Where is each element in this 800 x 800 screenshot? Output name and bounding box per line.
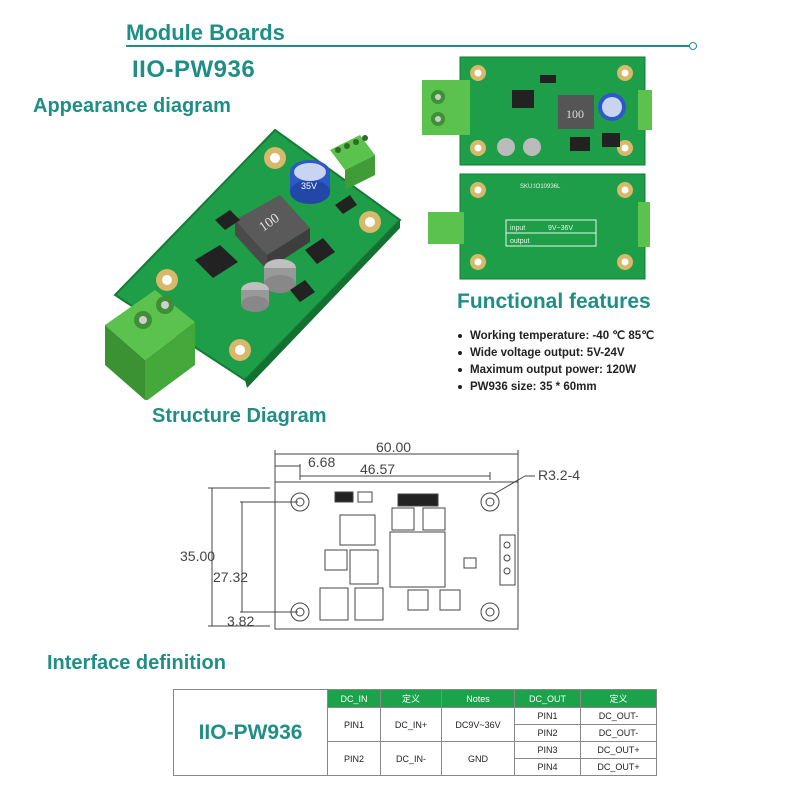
out-def-cell: DC_OUT+ xyxy=(580,741,657,759)
out-def-cell: DC_OUT+ xyxy=(580,758,657,776)
interface-heading: Interface definition xyxy=(47,652,226,674)
out-pin-cell: PIN1 xyxy=(514,707,581,725)
back-range: 9V~36V xyxy=(548,225,573,232)
dim-hole-offset: 6.68 xyxy=(308,454,335,470)
table-row: PIN2 DC_IN- GND PIN3 DC_OUT+ xyxy=(174,741,657,776)
table-model-cell: IIO-PW936 xyxy=(173,689,328,776)
structure-heading: Structure Diagram xyxy=(152,405,327,427)
bullet-icon xyxy=(458,367,462,372)
table-row: PIN4 DC_OUT+ xyxy=(174,758,657,776)
title-rule xyxy=(126,45,692,47)
board-photo-back: SKU:IO10936L input 9V~36V output xyxy=(428,173,650,280)
in-note-cell: GND xyxy=(441,741,515,776)
appearance-heading: Appearance diagram xyxy=(33,95,231,117)
in-def-cell: DC_IN+ xyxy=(380,707,442,742)
dim-bottom-offset: 3.82 xyxy=(227,613,254,629)
header-dc-out: DC_OUT xyxy=(514,689,581,708)
board-photo-top: 100 xyxy=(422,56,652,166)
out-def-cell: DC_OUT- xyxy=(580,707,657,725)
back-input-label: input xyxy=(510,225,525,232)
in-note-cell: DC9V~36V xyxy=(441,707,515,742)
dim-width: 60.00 xyxy=(376,440,411,455)
feature-item: Wide voltage output: 5V-24V xyxy=(458,345,654,362)
header-notes: Notes xyxy=(441,689,515,708)
feature-item: Working temperature: -40 ℃ 85℃ xyxy=(458,328,654,345)
bullet-icon xyxy=(458,350,462,355)
header-def-out: 定义 xyxy=(580,689,657,708)
board-photo-angled: 100 35V xyxy=(105,128,402,400)
in-pin-cell: PIN2 xyxy=(327,741,381,776)
feature-list: Working temperature: -40 ℃ 85℃ Wide volt… xyxy=(458,328,654,396)
out-pin-cell: PIN3 xyxy=(514,741,581,759)
out-pin-cell: PIN2 xyxy=(514,724,581,742)
dim-hole-spec: R3.2-4 xyxy=(538,467,580,483)
back-sku: SKU:IO10936L xyxy=(520,184,561,190)
model-title: IIO-PW936 xyxy=(132,56,256,83)
out-pin-cell: PIN4 xyxy=(514,758,581,776)
out-def-cell: DC_OUT- xyxy=(580,724,657,742)
bullet-icon xyxy=(458,333,462,338)
top-inductor-marking: 100 xyxy=(566,107,584,121)
in-def-cell: DC_IN- xyxy=(380,741,442,776)
functional-heading: Functional features xyxy=(457,290,651,313)
in-pin-cell: PIN1 xyxy=(327,707,381,742)
header-def: 定义 xyxy=(380,689,442,708)
capacitor-marking: 35V xyxy=(301,181,317,191)
interface-table: IIO-PW936 DC_IN 定义 Notes DC_OUT 定义 PIN1 … xyxy=(173,689,657,776)
feature-item: Maximum output power: 120W xyxy=(458,362,654,379)
bullet-icon xyxy=(458,384,462,389)
header-dc-in: DC_IN xyxy=(327,689,381,708)
dim-hole-vertical: 27.32 xyxy=(213,569,248,585)
dim-hole-spacing: 46.57 xyxy=(360,461,395,477)
feature-item: PW936 size: 35 * 60mm xyxy=(458,379,654,396)
back-output-label: output xyxy=(510,238,530,245)
dim-height: 35.00 xyxy=(180,548,215,564)
structure-drawing: 60.00 6.68 46.57 R3.2-4 35.00 27.32 3.82 xyxy=(180,440,580,630)
table-row: PIN1 DC_IN+ DC9V~36V PIN1 DC_OUT- xyxy=(174,707,657,742)
page-title: Module Boards xyxy=(126,20,285,45)
title-rule-dot xyxy=(689,42,697,50)
